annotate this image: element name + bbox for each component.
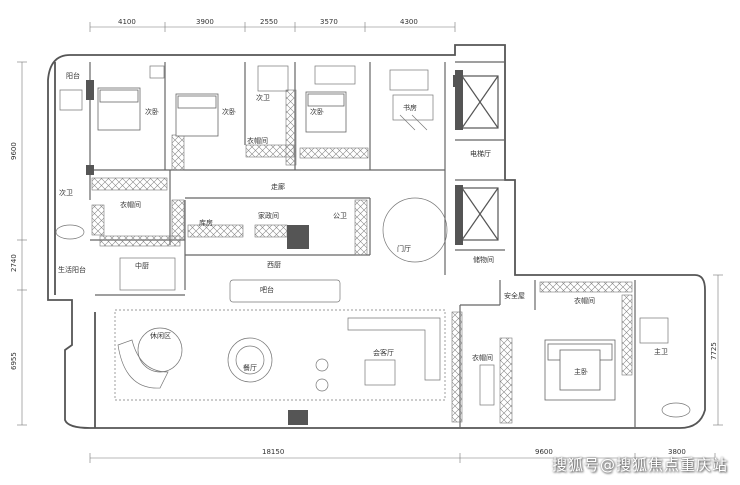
room-label-closet-b: 衣帽间 — [120, 200, 141, 209]
outer-walls — [47, 44, 706, 429]
dim-left-2: 2740 — [10, 254, 18, 272]
room-label-western-kitchen: 西厨 — [267, 261, 281, 269]
room-label-dining: 餐厅 — [243, 363, 257, 372]
room-label-pantry: 库房 — [199, 218, 213, 227]
room-label-bar: 吧台 — [260, 285, 274, 294]
beds — [97, 87, 616, 401]
dim-left-1: 9600 — [10, 142, 18, 160]
wall-posts — [86, 70, 463, 425]
furniture — [55, 65, 691, 418]
elevator-1 — [461, 75, 499, 129]
room-label-study: 书房 — [403, 103, 417, 112]
watermark: 搜狐号@搜狐焦点重庆站 — [551, 456, 728, 474]
room-label-utility: 家政间 — [258, 211, 279, 220]
room-label-closet-c: 衣帽间 — [574, 296, 595, 305]
dim-bottom-2: 9600 — [535, 448, 553, 456]
room-label-bath-2a: 次卫 — [256, 93, 270, 102]
room-label-master-bed: 主卧 — [574, 367, 588, 376]
dim-top-1: 4100 — [118, 18, 136, 26]
room-label-closet-a: 衣帽间 — [247, 136, 268, 145]
dim-bottom-3: 3800 — [668, 448, 686, 456]
room-label-living: 会客厅 — [373, 348, 394, 357]
room-label-bath-2b: 次卫 — [59, 188, 73, 197]
room-label-guest-bath: 公卫 — [333, 212, 347, 220]
dim-bottom-1: 18150 — [262, 448, 284, 456]
room-label-foyer: 门厅 — [397, 244, 411, 253]
elevator-2 — [461, 187, 499, 241]
dim-top-3: 2550 — [260, 18, 278, 26]
room-label-leisure: 休闲区 — [150, 331, 171, 340]
dim-top-2: 3900 — [196, 18, 214, 26]
room-label-elevator-hall: 电梯厅 — [470, 149, 491, 158]
room-label-chinese-kitchen: 中厨 — [135, 261, 149, 270]
dim-top-5: 4300 — [400, 18, 418, 26]
dim-left-3: 6955 — [10, 352, 18, 370]
room-label-closet-d: 衣帽间 — [472, 353, 493, 362]
room-label-storage: 储物间 — [473, 255, 494, 264]
room-label-corridor: 走廊 — [271, 182, 285, 191]
dim-right-1: 7725 — [710, 342, 718, 360]
room-label-balcony: 阳台 — [66, 71, 80, 80]
room-label-bedroom-2a: 次卧 — [145, 107, 159, 116]
dim-top-4: 3570 — [320, 18, 338, 26]
room-label-safe-room: 安全屋 — [504, 291, 525, 300]
room-label-service-balcony: 生活阳台 — [58, 265, 86, 274]
room-label-master-bath: 主卫 — [654, 347, 668, 356]
room-label-bedroom-2c: 次卧 — [310, 107, 324, 116]
room-label-bedroom-2b: 次卧 — [222, 107, 236, 116]
wardrobe-hatch — [91, 89, 633, 424]
dimension-lines — [17, 22, 723, 463]
